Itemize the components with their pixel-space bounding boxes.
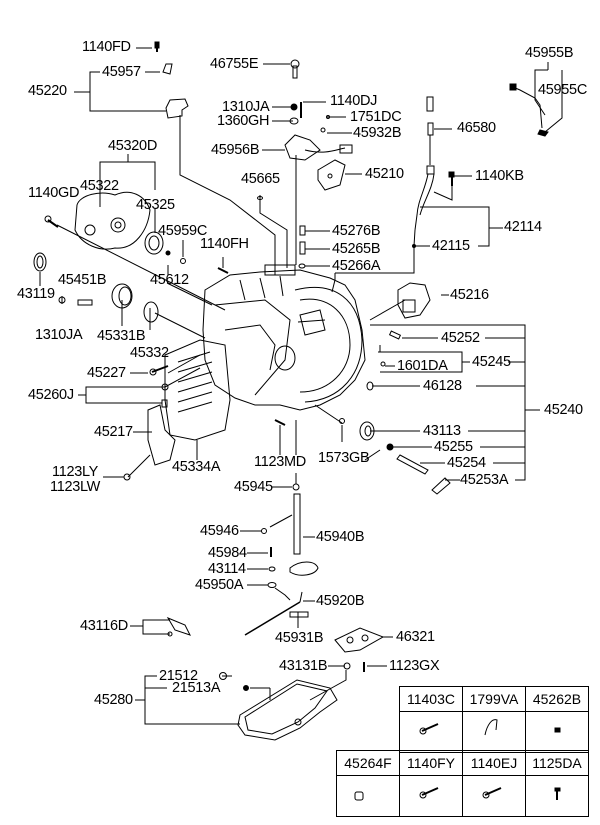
label-45320D: 45320D xyxy=(108,138,157,154)
label-45331B: 45331B xyxy=(97,328,146,344)
label-1360GH: 1360GH xyxy=(217,113,270,129)
label-45260J: 45260J xyxy=(28,387,74,403)
label-1140GD: 1140GD xyxy=(28,185,80,201)
label-1310JA-top: 1310JA xyxy=(222,99,270,115)
label-1140FD: 1140FD xyxy=(82,39,131,55)
hardware-icon-cell xyxy=(525,711,589,753)
label-45255: 45255 xyxy=(434,439,473,455)
label-45984: 45984 xyxy=(208,545,247,561)
label-1140DJ: 1140DJ xyxy=(330,93,378,109)
label-43131B: 43131B xyxy=(279,658,328,674)
label-45227: 45227 xyxy=(87,365,126,381)
transaxle-case-illustration xyxy=(147,264,366,466)
label-45266A: 45266A xyxy=(332,258,381,274)
label-1140KB: 1140KB xyxy=(475,168,524,184)
label-45334A: 45334A xyxy=(172,459,221,475)
label-45955B: 45955B xyxy=(525,45,574,61)
label-42114: 42114 xyxy=(504,219,542,235)
label-43113: 43113 xyxy=(423,423,461,439)
label-46321: 46321 xyxy=(396,629,435,645)
label-1123GX: 1123GX xyxy=(389,658,440,674)
label-45955C: 45955C xyxy=(538,82,587,98)
label-45956B: 45956B xyxy=(211,142,260,158)
label-45280: 45280 xyxy=(94,692,133,708)
hardware-icon-cell xyxy=(525,775,589,817)
label-45665: 45665 xyxy=(241,171,280,187)
label-1573GB: 1573GB xyxy=(318,450,370,466)
label-45254: 45254 xyxy=(447,455,486,471)
label-45245: 45245 xyxy=(472,354,511,370)
label-45240: 45240 xyxy=(544,402,583,418)
hardware-icon-cell xyxy=(336,775,400,817)
hardware-part-number: 1140FY xyxy=(399,750,463,776)
hardware-part-number: 1125DA xyxy=(525,750,589,776)
hardware-part-number: 11403C xyxy=(399,686,463,712)
hardware-table-row1: 11403C 1799VA 45262B xyxy=(399,686,589,753)
hardware-part-number: 1799VA xyxy=(462,686,526,712)
label-45957: 45957 xyxy=(102,64,141,80)
label-45265B: 45265B xyxy=(332,241,381,257)
label-45276B: 45276B xyxy=(332,223,381,239)
label-1140FH: 1140FH xyxy=(200,236,249,252)
label-45220: 45220 xyxy=(28,83,67,99)
hardware-part-number: 45262B xyxy=(525,686,589,712)
hardware-table-row2: 45264F 1140FY 1140EJ 1125DA xyxy=(336,750,589,817)
label-1751DC: 1751DC xyxy=(350,109,402,125)
label-1310JA-left: 1310JA xyxy=(35,327,83,343)
label-43116D: 43116D xyxy=(80,618,128,634)
label-21513A: 21513A xyxy=(172,680,221,696)
hardware-icon-cell xyxy=(462,775,526,817)
label-45612: 45612 xyxy=(150,272,189,288)
leader-lines xyxy=(39,47,563,725)
label-45325: 45325 xyxy=(136,197,175,213)
component-parts xyxy=(33,41,549,741)
label-45253A: 45253A xyxy=(460,472,509,488)
label-45252: 45252 xyxy=(441,330,480,346)
label-45210: 45210 xyxy=(365,166,404,182)
label-45945: 45945 xyxy=(234,479,273,495)
label-45932B: 45932B xyxy=(353,125,402,141)
label-1123LW: 1123LW xyxy=(50,479,101,495)
label-43114: 43114 xyxy=(208,561,246,577)
hardware-part-number: 1140EJ xyxy=(462,750,526,776)
hardware-icon-cell xyxy=(462,711,526,753)
label-46128: 46128 xyxy=(423,378,462,394)
label-45451B: 45451B xyxy=(58,272,107,288)
label-46755E: 46755E xyxy=(210,56,259,72)
label-1123LY: 1123LY xyxy=(52,464,99,480)
label-43119: 43119 xyxy=(17,286,55,302)
label-42115: 42115 xyxy=(432,238,470,254)
label-1123MD: 1123MD xyxy=(254,454,306,470)
label-21512: 21512 xyxy=(159,668,198,684)
label-1601DA: 1601DA xyxy=(397,358,448,374)
label-45950A: 45950A xyxy=(195,577,244,593)
label-45940B: 45940B xyxy=(316,529,365,545)
label-45217: 45217 xyxy=(94,424,133,440)
label-46580: 46580 xyxy=(457,120,496,136)
label-45322: 45322 xyxy=(80,178,119,194)
label-45946: 45946 xyxy=(200,523,239,539)
hardware-icon-cell xyxy=(399,775,463,817)
label-45920B: 45920B xyxy=(316,593,365,609)
label-45931B: 45931B xyxy=(275,630,324,646)
label-45332: 45332 xyxy=(130,345,169,361)
label-45216: 45216 xyxy=(450,287,489,303)
hardware-icon-cell xyxy=(399,711,463,753)
label-45959C: 45959C xyxy=(158,223,207,239)
hardware-part-number: 45264F xyxy=(336,750,400,776)
